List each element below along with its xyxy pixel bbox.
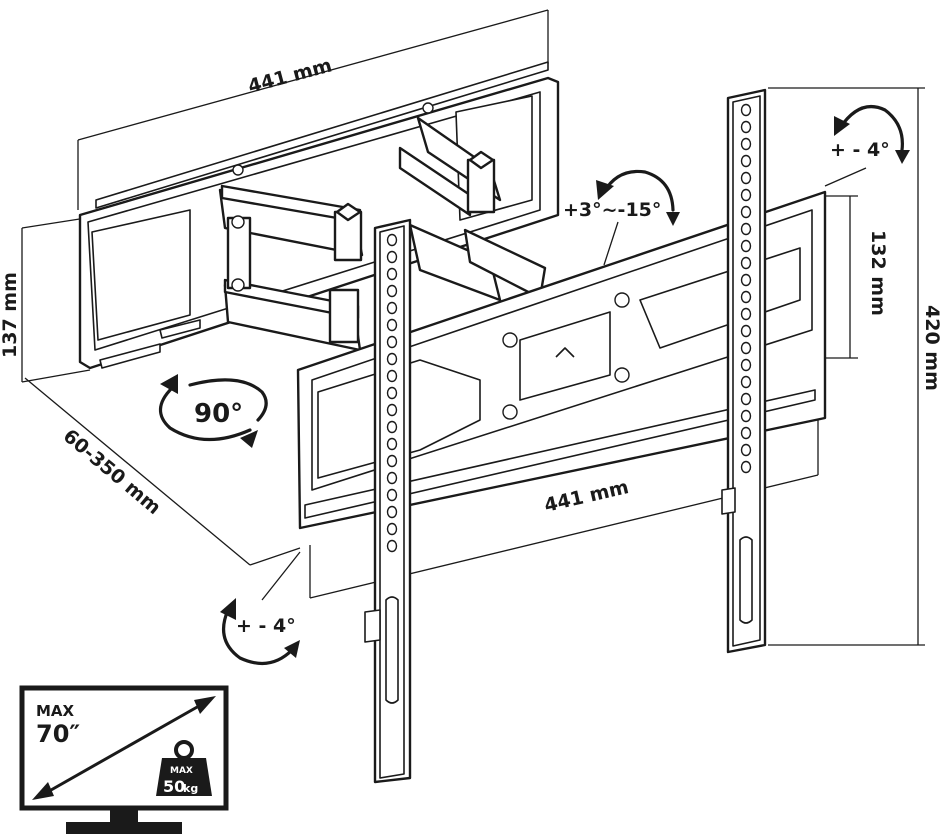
bracket-hole <box>740 120 752 134</box>
swivel-arrow-icon <box>158 374 268 448</box>
top-width-label: 441 mm <box>246 54 335 97</box>
bracket-hole <box>386 403 398 417</box>
bracket-hole <box>740 307 752 321</box>
vesa-height-label: 132 mm <box>867 230 889 316</box>
bracket-hole <box>740 154 752 168</box>
bracket-hole <box>740 239 752 253</box>
bracket-hole <box>740 443 752 457</box>
bracket-hole <box>740 205 752 219</box>
tv-max-size: 70″ <box>36 720 80 748</box>
level-bottom-label: + - 4° <box>236 615 296 637</box>
weight-icon <box>156 740 212 796</box>
bracket-hole <box>740 375 752 389</box>
bracket-hole <box>386 369 398 383</box>
swivel-label: 90° <box>194 399 243 429</box>
tv-max-label: MAX <box>36 702 75 720</box>
weight-max-label: MAX <box>170 766 193 776</box>
bracket-hole <box>740 409 752 423</box>
bracket-hole <box>740 358 752 372</box>
bracket-hole <box>740 341 752 355</box>
bracket-hole <box>740 137 752 151</box>
bracket-hole <box>386 522 398 536</box>
bracket-hole <box>386 420 398 434</box>
bracket-hole <box>740 188 752 202</box>
bracket-hole <box>386 233 398 247</box>
bracket-hole <box>386 267 398 281</box>
level-arrow-top-icon <box>834 105 910 164</box>
level-top-label: + - 4° <box>830 139 890 161</box>
bracket-hole <box>386 437 398 451</box>
bracket-hole <box>386 318 398 332</box>
bracket-hole <box>386 454 398 468</box>
bracket-hole <box>386 352 398 366</box>
arm-height-label: 420 mm <box>921 305 943 391</box>
tilt-label: +3°~-15° <box>563 199 661 221</box>
bracket-hole <box>386 488 398 502</box>
bracket-hole <box>740 426 752 440</box>
bracket-hole <box>740 460 752 474</box>
bracket-hole <box>740 222 752 236</box>
level-arrow-bottom-icon <box>220 598 300 666</box>
bracket-hole <box>740 171 752 185</box>
bracket-hole <box>386 335 398 349</box>
bracket-hole <box>386 471 398 485</box>
bracket-hole <box>740 324 752 338</box>
tv-frame <box>296 190 827 530</box>
bracket-hole <box>386 250 398 264</box>
bracket-hole <box>740 273 752 287</box>
right-bracket-holes <box>740 103 752 474</box>
weight-value: 50 <box>163 777 185 796</box>
bracket-hole <box>386 284 398 298</box>
bracket-hole <box>740 103 752 117</box>
bracket-hole <box>740 256 752 270</box>
bracket-hole <box>386 505 398 519</box>
left-bracket-slot <box>385 596 399 704</box>
depth-range-label: 60-350 mm <box>59 425 165 519</box>
bracket-hole <box>386 386 398 400</box>
bracket-hole <box>740 290 752 304</box>
right-bracket-slot <box>739 536 753 624</box>
weight-unit: kg <box>183 782 198 795</box>
tilt-arrow-icon <box>596 169 680 226</box>
bottom-width-label: 441 mm <box>542 476 631 517</box>
bracket-hole <box>386 301 398 315</box>
left-bracket-holes <box>386 233 398 553</box>
wall-plate-height-label: 137 mm <box>0 272 21 358</box>
bracket-hole <box>386 539 398 553</box>
bracket-hole <box>740 392 752 406</box>
